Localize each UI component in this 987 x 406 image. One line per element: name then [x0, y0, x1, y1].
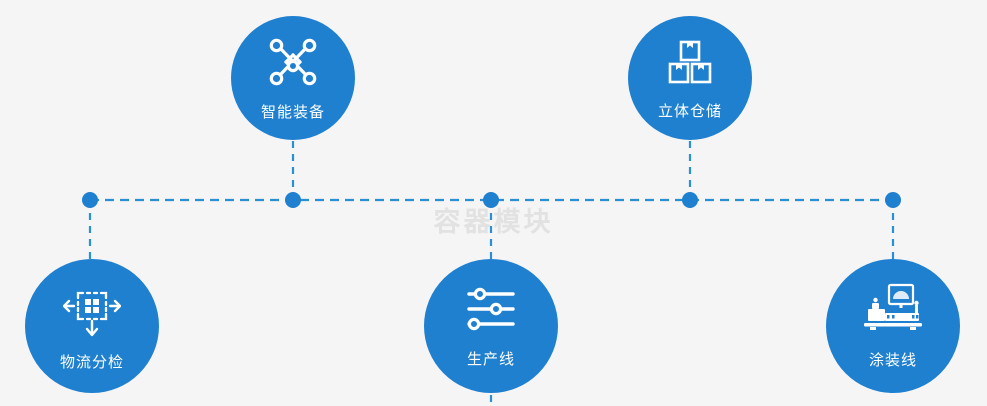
junction-dot-stereo-warehouse[interactable]	[682, 192, 698, 208]
sorting-distribute-icon	[62, 281, 122, 337]
node-logistics-sorting[interactable]: 物流分检	[25, 259, 159, 393]
junction-dot-logistics-sorting[interactable]	[82, 192, 98, 208]
junction-dot-intelligent-equipment[interactable]	[285, 192, 301, 208]
network-nodes-icon	[266, 35, 320, 89]
factory-machine-icon	[860, 283, 926, 335]
node-label-painting-line: 涂装线	[868, 350, 917, 369]
node-painting-line[interactable]: 涂装线	[826, 259, 960, 393]
stacked-boxes-icon	[664, 36, 716, 88]
node-label-stereo-warehouse: 立体仓储	[657, 101, 722, 120]
node-label-production-line: 生产线	[466, 349, 515, 368]
junction-dot-painting-line[interactable]	[885, 192, 901, 208]
node-label-intelligent-equipment: 智能装备	[260, 102, 325, 121]
node-stereo-warehouse[interactable]: 立体仓储	[628, 16, 752, 140]
node-intelligent-equipment[interactable]: 智能装备	[231, 16, 355, 140]
node-label-logistics-sorting: 物流分检	[59, 352, 124, 371]
junction-dot-production-line[interactable]	[483, 192, 499, 208]
node-production-line[interactable]: 生产线	[424, 259, 558, 393]
sliders-icon	[463, 284, 519, 334]
